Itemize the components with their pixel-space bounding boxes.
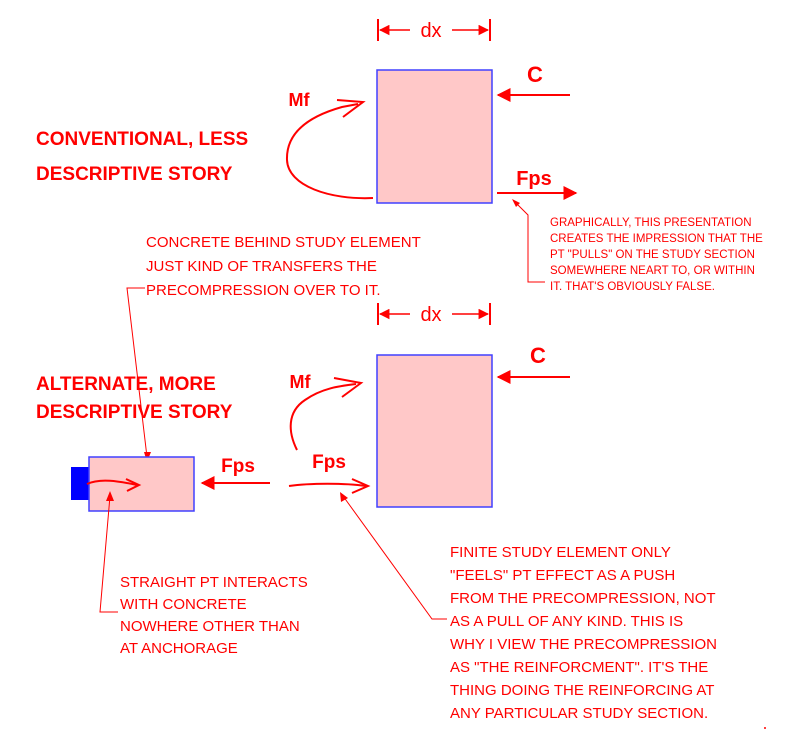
svg-text:AT ANCHORAGE: AT ANCHORAGE [120, 640, 238, 657]
svg-text:AS "THE REINFORCMENT". IT'S T: AS "THE REINFORCMENT". IT'S THE [450, 659, 708, 676]
top-fps-label: Fps [516, 168, 552, 190]
svg-text:SOMEWHERE NEART TO, OR WITHIN: SOMEWHERE NEART TO, OR WITHIN [550, 265, 755, 277]
svg-text:"FEELS" PT EFFECT AS A PUSH: "FEELS" PT EFFECT AS A PUSH [450, 567, 675, 584]
study-note-leader-head [340, 492, 348, 502]
svg-text:FROM THE PRECOMPRESSION, NOT: FROM THE PRECOMPRESSION, NOT [450, 590, 716, 607]
top-note: GRAPHICALLY, THIS PRESENTATION CREATES T… [550, 217, 763, 293]
pt-note-leader-head [106, 491, 114, 501]
svg-text:WHY I VIEW THE PRECOMPRESSION: WHY I VIEW THE PRECOMPRESSION [450, 636, 717, 653]
svg-text:JUST KIND OF TRANSFERS THE: JUST KIND OF TRANSFERS THE [146, 258, 377, 275]
svg-text:AS A PULL OF ANY KIND. THIS I: AS A PULL OF ANY KIND. THIS IS [450, 613, 683, 630]
top-c-label: C [527, 62, 543, 87]
svg-text:CREATES THE IMPRESSION THAT TH: CREATES THE IMPRESSION THAT THE [550, 233, 763, 245]
bottom-moment-arrowhead [333, 377, 364, 398]
bottom-dimension-dx: dx [377, 303, 491, 326]
top-moment-arrowhead [336, 99, 366, 118]
pt-note-leader [99, 495, 118, 613]
top-study-element [376, 69, 493, 204]
middle-note-leader [126, 287, 148, 458]
svg-text:GRAPHICALLY, THIS PRESENTATION: GRAPHICALLY, THIS PRESENTATION [550, 217, 752, 229]
bottom-fps-right-arrowhead [351, 478, 371, 494]
bottom-c-label: C [530, 343, 546, 368]
svg-text:NOWHERE OTHER THAN: NOWHERE OTHER THAN [120, 618, 300, 635]
svg-text:WITH CONCRETE: WITH CONCRETE [120, 596, 247, 613]
svg-text:ALTERNATE, MORE: ALTERNATE, MORE [36, 374, 216, 395]
bottom-title: ALTERNATE, MORE DESCRIPTIVE STORY [36, 374, 233, 423]
top-note-leader [514, 201, 545, 283]
svg-text:CONVENTIONAL, LESS: CONVENTIONAL, LESS [36, 129, 248, 150]
svg-text:PT "PULLS" ON THE STUDY SECTIO: PT "PULLS" ON THE STUDY SECTION [550, 249, 755, 261]
svg-text:THING DOING THE REINFORCING AT: THING DOING THE REINFORCING AT [450, 682, 714, 699]
svg-text:IT. THAT'S OBVIOUSLY FALSE.: IT. THAT'S OBVIOUSLY FALSE. [550, 281, 715, 293]
pt-note: STRAIGHT PT INTERACTS WITH CONCRETE NOWH… [120, 574, 308, 657]
bottom-dx-label: dx [420, 304, 441, 326]
anchorage-plate [71, 467, 89, 500]
top-dimension-dx: dx [377, 19, 491, 42]
bottom-fps-left-label: Fps [221, 456, 255, 477]
bottom-fps-right-squiggle [288, 482, 367, 487]
bottom-mf-label: Mf [290, 372, 312, 392]
svg-text:FINITE STUDY ELEMENT ONLY: FINITE STUDY ELEMENT ONLY [450, 544, 671, 561]
svg-text:DESCRIPTIVE STORY: DESCRIPTIVE STORY [36, 164, 233, 185]
bottom-moment-curve [289, 383, 357, 451]
svg-text:DESCRIPTIVE STORY: DESCRIPTIVE STORY [36, 402, 233, 423]
study-note-leader [342, 495, 447, 620]
study-note: FINITE STUDY ELEMENT ONLY "FEELS" PT EFF… [450, 544, 717, 722]
bottom-fps-right-label: Fps [312, 452, 346, 473]
top-moment-curve [285, 103, 374, 200]
svg-text:STRAIGHT PT INTERACTS: STRAIGHT PT INTERACTS [120, 574, 308, 591]
svg-text:CONCRETE BEHIND STUDY ELEMENT: CONCRETE BEHIND STUDY ELEMENT [146, 234, 421, 251]
middle-note: CONCRETE BEHIND STUDY ELEMENT JUST KIND … [146, 234, 421, 299]
svg-text:ANY PARTICULAR STUDY SECTION.: ANY PARTICULAR STUDY SECTION. [450, 705, 708, 722]
bottom-study-element [376, 354, 493, 508]
svg-text:PRECOMPRESSION OVER TO IT.: PRECOMPRESSION OVER TO IT. [146, 282, 381, 299]
stray-dot [764, 727, 766, 729]
concrete-behind-element [88, 456, 195, 512]
pt-tendon-squiggle [86, 479, 138, 486]
top-mf-label: Mf [289, 90, 311, 110]
pt-tendon-arrowhead [125, 478, 142, 492]
top-title: CONVENTIONAL, LESS DESCRIPTIVE STORY [36, 129, 248, 185]
top-dx-label: dx [420, 20, 441, 42]
top-note-leader-head [512, 199, 520, 207]
